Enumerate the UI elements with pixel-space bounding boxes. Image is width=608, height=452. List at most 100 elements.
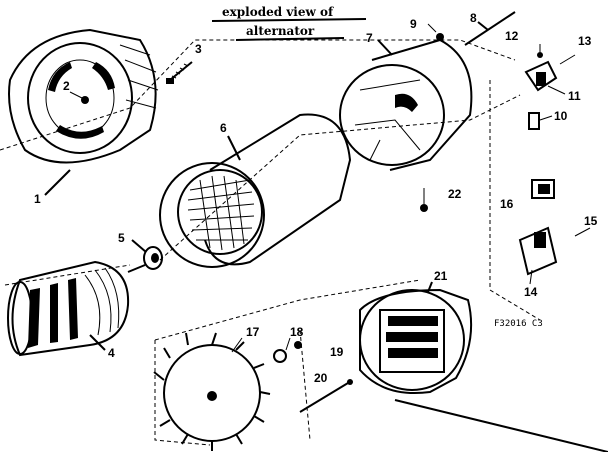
rear-cover-part [359,281,473,394]
callout-7: 7 [366,31,373,45]
leader-9 [427,23,437,33]
regulator-part [518,226,591,285]
rotor-windings-dark [28,278,78,348]
fan-part [153,332,271,451]
leader-11 [547,85,566,95]
housing-bearing [81,96,89,104]
callout-21: 21 [434,269,448,283]
spacer-hole [151,253,159,263]
leader-1 [44,169,71,196]
fasteners-part [273,337,353,413]
front-housing-part [8,28,159,196]
screw-13 [559,54,576,65]
title-line-2: alternator [246,24,315,38]
leader-21 [427,281,433,293]
washer-18 [273,349,287,363]
diagram-title: exploded view of alternator [211,5,367,41]
rectifier-bar-1 [388,316,438,326]
rectifier-frame [379,309,445,373]
callout-1: 1 [34,192,41,206]
through-bolt-part [166,61,193,84]
stator-face [159,162,265,268]
brush-holder-11-fill [536,72,546,86]
title-line-1: exploded view of [222,5,334,19]
callout-17: 17 [246,325,260,339]
callout-15: 15 [584,214,598,228]
callout-11: 11 [568,89,581,103]
front-housing-face [27,42,133,154]
leader-17 [231,337,243,353]
screw-22-part [420,188,428,212]
guide-line-middle [159,94,521,261]
leader-8 [477,21,489,31]
stator-housing [204,113,352,266]
bolt-3-thread [171,63,189,79]
nut-9 [436,33,444,41]
screw-15 [574,227,591,237]
stator-inner [177,169,263,255]
rear-housing-face [339,64,445,166]
guide-line-left-bottom [154,340,211,446]
callout-20: 20 [314,371,328,385]
leader-6 [227,135,241,161]
housing-slot-3 [56,125,104,139]
title-underline-1 [211,18,367,22]
callout-2: 2 [63,79,70,93]
screw-22 [420,204,428,212]
stator-windings-h [187,179,255,241]
callout-5: 5 [118,231,125,245]
bolt-8 [464,11,516,46]
bolt-20-head [347,379,353,385]
fan-blades [153,332,271,451]
callout-19: 19 [330,345,344,359]
callout-6: 6 [220,121,227,135]
leader-7 [377,39,393,56]
brush-holder-11 [524,60,558,92]
leader-18 [285,337,291,351]
callout-16: 16 [500,197,514,211]
guide-line-lower [154,279,421,341]
rotor-shaft [127,264,146,273]
spacer-ring [143,246,163,270]
stator-windings-v [199,175,245,251]
bolt-3-shaft [169,61,193,81]
bolt-3-head [166,78,174,84]
guide-line-upper [0,39,516,151]
callout-labels: 1 2 3 4 5 6 7 8 9 10 11 12 13 14 15 16 1… [34,11,598,385]
rotor-part [7,260,146,357]
leader-4 [89,334,106,351]
guide-line-shaft [4,264,131,286]
capacitor-16-fill [538,184,550,194]
base-edge-line [394,399,608,452]
nut-19 [294,341,302,349]
leader-10 [539,115,553,121]
nut-part [427,23,444,41]
rear-cover-face [359,289,465,391]
rear-housing-part [339,38,473,171]
bolt-20 [299,382,349,413]
rectifier-bar-2 [386,332,438,342]
callout-12: 12 [505,29,519,43]
rectifier-bar-3 [388,348,438,358]
callout-8: 8 [470,11,477,25]
assembly-guide-lines [0,39,541,446]
callout-10: 10 [554,109,568,123]
stator-part [159,113,352,268]
fan-hub [207,391,217,401]
rotor-end [7,281,33,355]
callout-22: 22 [448,187,462,201]
brush-holder-group [524,44,576,130]
callout-3: 3 [195,42,202,56]
regulator-14-fill [534,232,546,248]
figure-code: F32016 C3 [494,319,543,329]
rear-housing-bearing [395,93,418,112]
long-bolt-part [464,11,516,46]
screw-12-head [537,52,543,58]
capacitor-part [531,179,555,199]
leader-5 [131,239,147,253]
guide-line-fan [299,329,311,441]
callout-4: 4 [108,346,115,360]
callout-18: 18 [290,325,304,339]
rear-housing-spokes [354,79,421,161]
